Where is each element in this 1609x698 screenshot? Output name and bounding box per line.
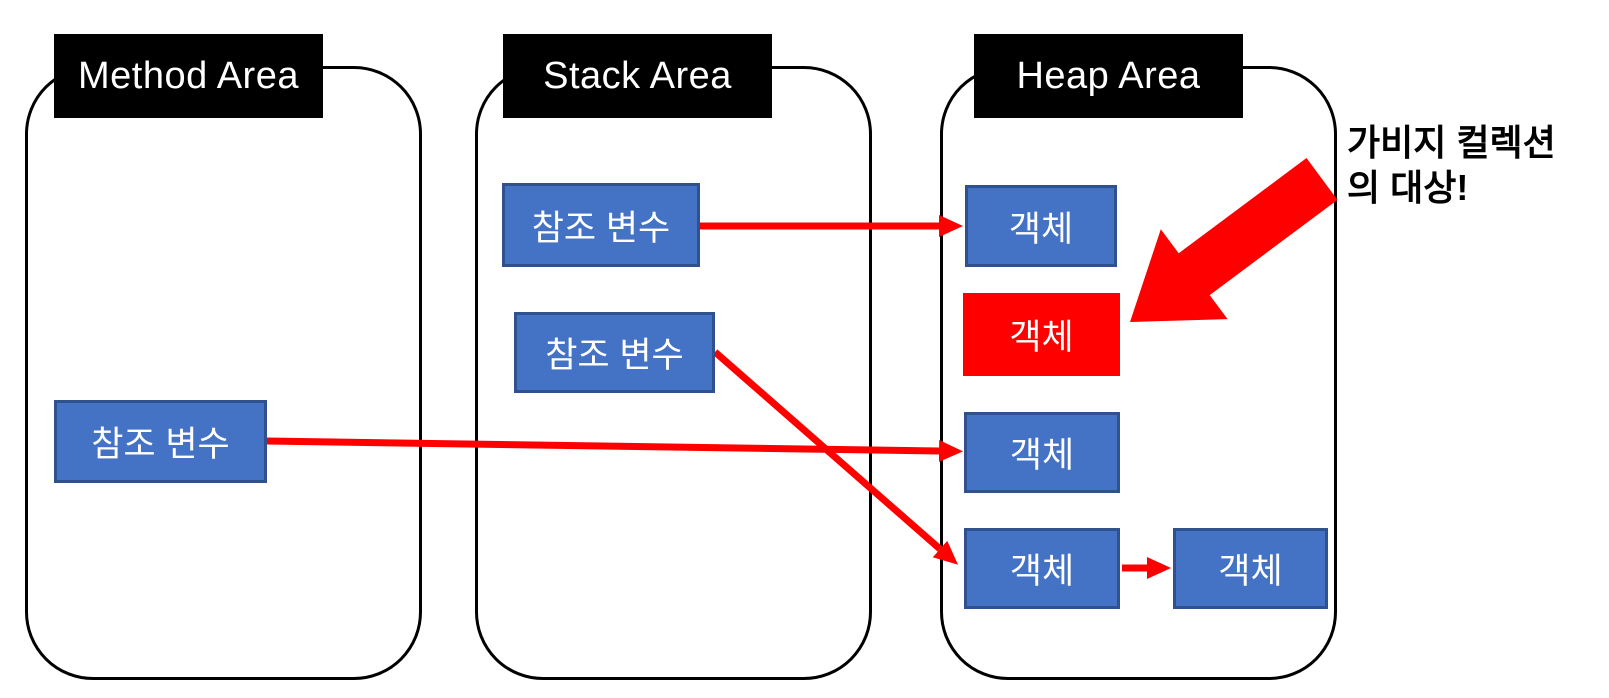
node-heap-object-1: 객체	[965, 185, 1117, 267]
arrow-stack-ref2-to-heap-obj4	[712, 349, 959, 565]
heap-area-header: Heap Area	[974, 34, 1243, 118]
gc-target-annotation-line2: 의 대상!	[1347, 167, 1469, 208]
node-heap-object-garbage: 객체	[963, 293, 1120, 376]
node-method-reference-variable: 참조 변수	[54, 400, 267, 483]
big-red-arrow-icon	[1130, 158, 1338, 322]
node-heap-object-4: 객체	[964, 528, 1120, 609]
stack-area-header: Stack Area	[503, 34, 772, 118]
method-area-label: Method Area	[78, 55, 299, 97]
method-area-header: Method Area	[54, 34, 323, 118]
node-stack-reference-variable-1: 참조 변수	[502, 183, 700, 267]
arrow-method-ref-to-heap-obj3	[266, 437, 963, 462]
stack-area-label: Stack Area	[543, 55, 732, 97]
gc-target-annotation-line1: 가비지 컬렉션	[1347, 122, 1556, 163]
gc-target-annotation: 가비지 컬렉션 의 대상!	[1347, 120, 1609, 210]
node-heap-object-5: 객체	[1173, 528, 1328, 609]
node-heap-object-3: 객체	[964, 412, 1120, 493]
node-stack-reference-variable-2: 참조 변수	[514, 312, 715, 393]
heap-area-label: Heap Area	[1016, 55, 1201, 97]
